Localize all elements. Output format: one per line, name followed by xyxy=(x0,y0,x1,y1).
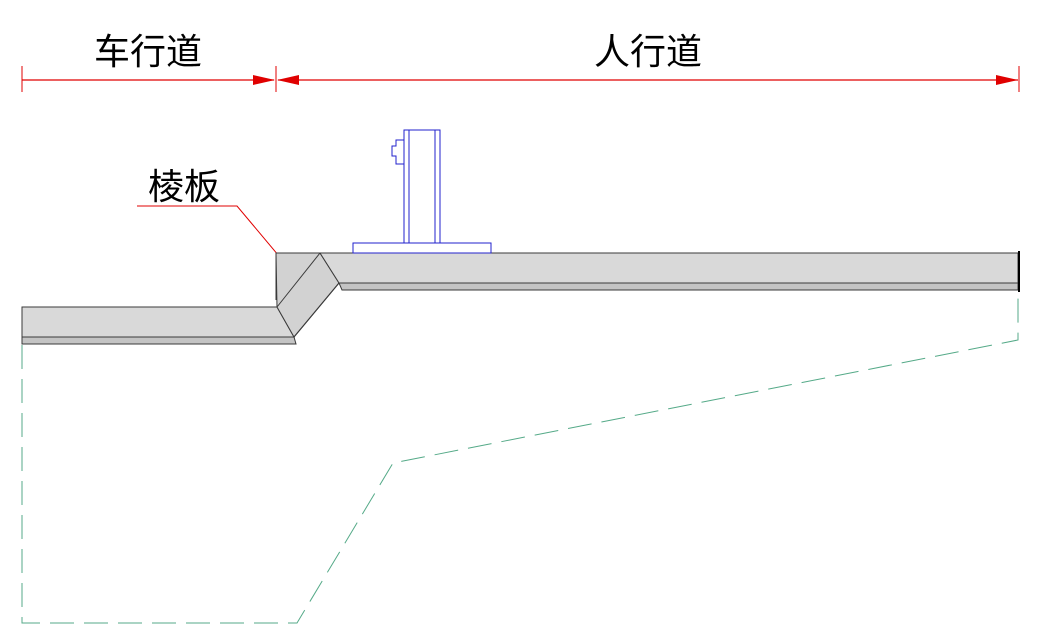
railing-post-body xyxy=(403,129,441,244)
edge-slab-leader xyxy=(137,205,290,269)
dimension-arrow-sidewalk-start xyxy=(277,75,299,85)
railing-base-plate xyxy=(352,242,492,254)
sidewalk-slab-bottom-layer xyxy=(338,282,1019,291)
edge-slab-label: 棱板 xyxy=(148,167,220,208)
railing-post xyxy=(352,129,492,254)
dimension-lines xyxy=(21,66,1020,92)
dimension-arrow-sidewalk-end xyxy=(996,75,1018,85)
dimension-arrow-roadway-end xyxy=(253,75,275,85)
hidden-substructure-outline xyxy=(21,290,1019,624)
edge-slab-inner-line xyxy=(276,252,321,308)
sidewalk-slab xyxy=(319,252,1019,284)
slab-section xyxy=(21,251,1020,345)
roadway-label: 车行道 xyxy=(94,32,202,73)
railing-clip xyxy=(391,139,404,165)
edge-slab-seam xyxy=(293,282,340,338)
roadway-slab xyxy=(21,306,295,338)
roadway-slab-bottom-layer xyxy=(21,336,297,345)
sidewalk-label: 人行道 xyxy=(594,32,702,73)
